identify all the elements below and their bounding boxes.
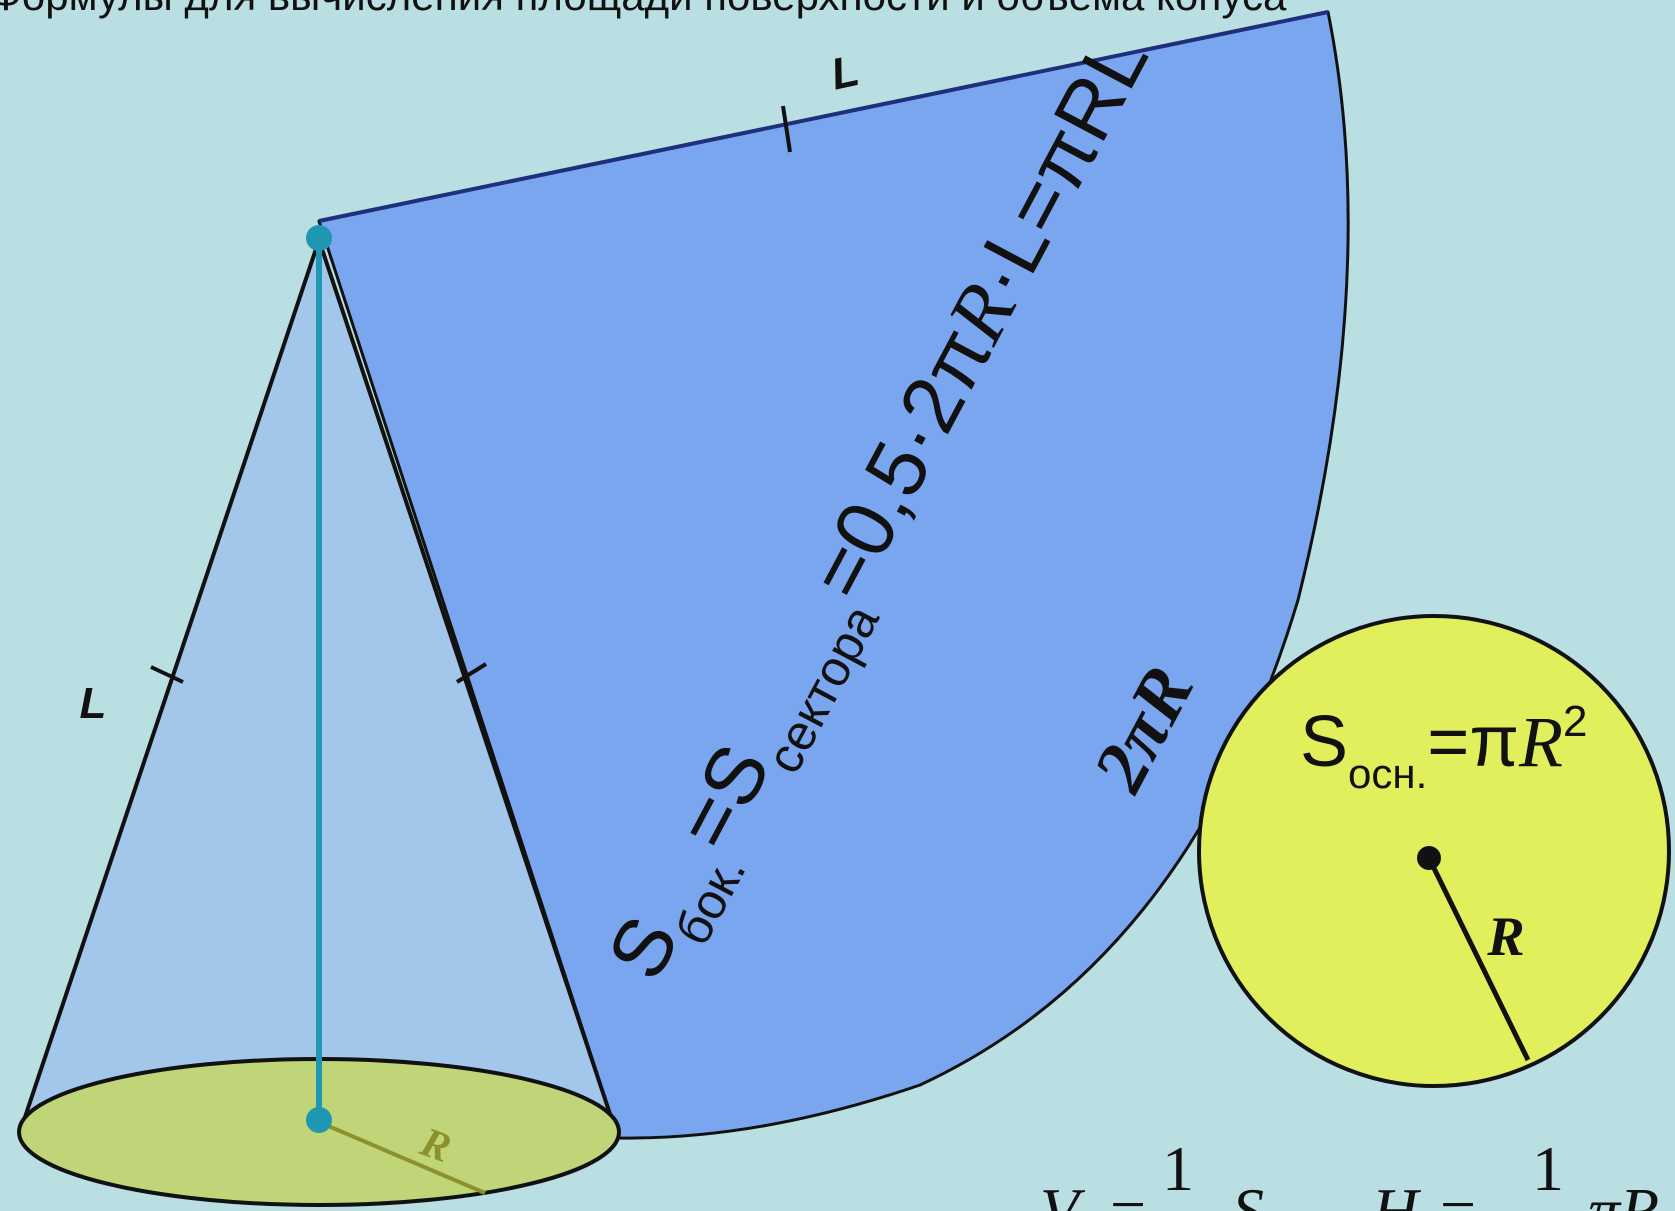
sector-top-edge (318, 10, 1329, 223)
base-formula-exp: 2 (1563, 697, 1587, 746)
volume-formula: V = 1 S H = 1 πR (1040, 1133, 1659, 1211)
base-formula-eq-pi: =π (1427, 702, 1519, 782)
cone-base-radius (318, 1120, 486, 1195)
volume-h: H (1371, 1175, 1422, 1211)
cone-right-generatrix (317, 239, 620, 1139)
header-text: Формулы для вычисления площади поверхнос… (0, 0, 1287, 19)
volume-eq1: = (1110, 1175, 1146, 1211)
volume-eq2: = (1440, 1175, 1476, 1211)
volume-pi-r: πR (1588, 1175, 1659, 1211)
tick-top-edge (781, 105, 792, 153)
volume-num1: 1 (1162, 1133, 1194, 1204)
base-center-point (306, 1107, 332, 1133)
base-radius-label: R (1486, 906, 1524, 968)
volume-s: S (1232, 1175, 1264, 1211)
cone-left-generatrix (18, 239, 321, 1133)
volume-num2: 1 (1532, 1133, 1564, 1204)
slant-label-left: L (80, 679, 107, 728)
base-formula-s: S (1300, 702, 1348, 782)
base-circle-radius (1426, 856, 1531, 1062)
tick-left-generatrix (150, 665, 184, 684)
base-area-formula: Sосн.=πR2 (1300, 697, 1587, 797)
base-formula-sub: осн. (1348, 750, 1427, 797)
tick-right-generatrix (455, 662, 488, 684)
lateral-sector (317, 10, 1350, 1140)
apex-point (306, 225, 332, 251)
base-formula-r: R (1518, 702, 1563, 782)
volume-v: V (1040, 1175, 1086, 1211)
slant-label-top: L (827, 46, 863, 100)
